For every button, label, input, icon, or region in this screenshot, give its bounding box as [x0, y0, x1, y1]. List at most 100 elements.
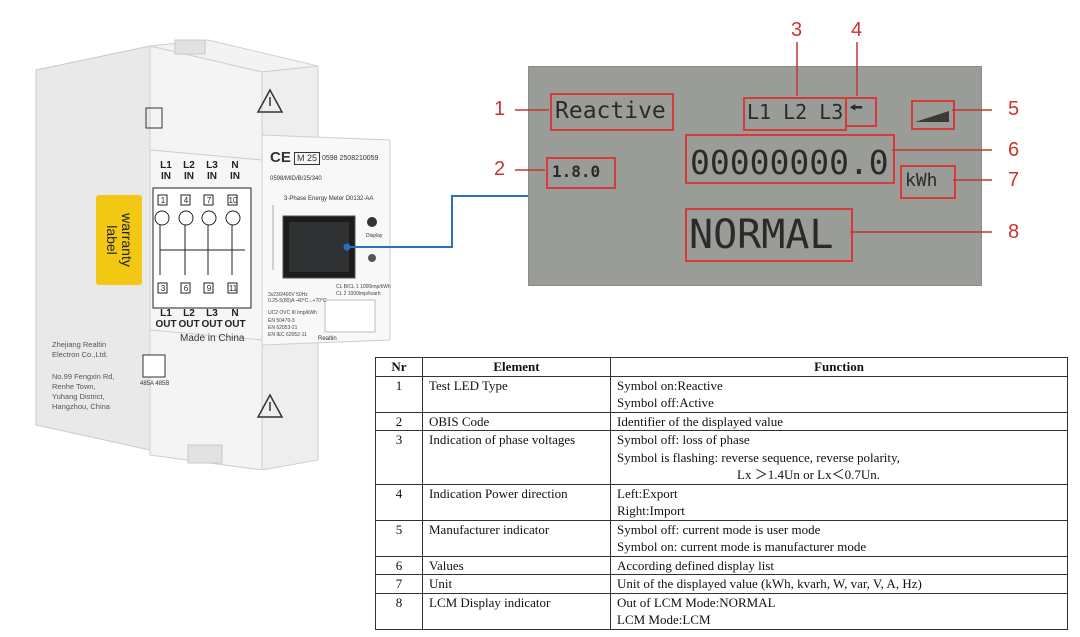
row-element: OBIS Code — [422, 411, 611, 431]
table-row: 8 LCM Display indicator Out of LCM Mode:… — [375, 592, 1068, 630]
callout-2: 2 — [494, 158, 506, 180]
address-line-4: Hangzhou, China — [52, 402, 110, 411]
row-function: According defined display list — [610, 555, 1068, 575]
row-function: Identifier of the displayed value — [610, 411, 1068, 431]
row-function: Symbol on:Reactive Symbol off:Active — [610, 375, 1068, 413]
terminal-label-l3-out: L3 OUT — [201, 308, 223, 330]
terminal-label-l1-in: L1 IN — [160, 160, 172, 182]
spec-line-2: 0.25-5(80)A -40°C...+70°C — [268, 298, 327, 304]
highlight-box-5 — [911, 100, 955, 130]
row-function: Symbol off: loss of phase Symbol is flas… — [610, 430, 1068, 485]
callout-4: 4 — [851, 19, 863, 41]
function-line: Unit of the displayed value (kWh, kvarh,… — [617, 576, 922, 591]
row-nr: 3 — [375, 430, 423, 485]
row-function: Symbol off: current mode is user mode Sy… — [610, 519, 1068, 557]
table-row: 4 Indication Power direction Left:Export… — [375, 483, 1068, 521]
row-element: Indication of phase voltages — [422, 430, 611, 485]
terminal-number-11: 11 — [228, 284, 238, 293]
terminal-number-1: 1 — [160, 196, 166, 205]
header-function: Function — [610, 357, 1068, 377]
function-line: Identifier of the displayed value — [617, 413, 784, 429]
terminal-number-3: 3 — [160, 284, 166, 293]
callout-1: 1 — [494, 98, 506, 120]
callout-7: 7 — [1008, 169, 1020, 191]
ce-mark: CE — [270, 149, 291, 166]
brand-name: Realtin — [318, 336, 337, 342]
function-line: Symbol off:Active — [617, 395, 714, 410]
spec-line-4: EN 50470-3 — [268, 318, 295, 324]
function-line: Right:Import — [617, 503, 685, 518]
function-line: LCM Mode:LCM — [617, 612, 711, 627]
highlight-box-1 — [550, 93, 674, 131]
lcd-led-type: Reactive — [555, 98, 666, 124]
row-nr: 7 — [375, 574, 423, 594]
function-line: Symbol on: current mode is manufacturer … — [617, 539, 867, 554]
row-element: Values — [422, 555, 611, 575]
table-row: 5 Manufacturer indicator Symbol off: cur… — [375, 519, 1068, 557]
company-line-1: Zhejiang Realtin — [52, 340, 107, 349]
highlight-box-7 — [900, 165, 956, 199]
callout-6: 6 — [1008, 139, 1020, 161]
row-element: Manufacturer indicator — [422, 519, 611, 557]
function-line: According defined display list — [617, 557, 775, 573]
model-code: 0598/MID/B/25/340 — [270, 176, 322, 182]
spec-line-3: UC2 OVC III Imp/kWh — [268, 310, 317, 316]
row-element: Unit — [422, 574, 611, 594]
highlight-box-8 — [685, 208, 853, 262]
highlight-box-6 — [685, 134, 895, 184]
callout-5: 5 — [1008, 98, 1020, 120]
serial-number: 0598 2508210059 — [322, 155, 379, 162]
highlight-box-2 — [546, 157, 616, 189]
function-line: Lx ＞1.4Un or Lx＜0.7Un. — [737, 467, 880, 482]
row-nr: 8 — [375, 592, 423, 630]
spec-line-1: 3x230/400V 50Hz — [268, 292, 308, 298]
header-element: Element — [422, 357, 611, 377]
made-in-china: Made in China — [180, 333, 245, 344]
table-header-row: Nr Element Function — [375, 357, 1068, 377]
lcd-obis-code: 1.8.0 — [552, 162, 601, 181]
lcd-phase-indicators: L1 L2 L3 — [747, 100, 844, 124]
table-row: 7 Unit Unit of the displayed value (kWh,… — [375, 574, 1068, 594]
address-line-2: Renhe Town, — [52, 382, 96, 391]
function-line: Symbol on:Reactive — [617, 377, 723, 393]
terminal-label-l1-out: L1 OUT — [155, 308, 177, 330]
terminal-label-l2-out: L2 OUT — [178, 308, 200, 330]
callout-3: 3 — [791, 19, 803, 41]
terminal-number-6: 6 — [183, 284, 189, 293]
table-row: 3 Indication of phase voltages Symbol of… — [375, 430, 1068, 485]
function-line: Left:Export — [617, 485, 678, 501]
meter-body-drawing — [35, 39, 391, 470]
terminal-number-4: 4 — [183, 196, 189, 205]
power-direction-icon: 🠘 — [849, 98, 864, 117]
terminal-label-l3-in: L3 IN — [206, 160, 218, 182]
rs485-label: 485A 485B — [140, 381, 170, 387]
lcd-mode: NORMAL — [689, 212, 834, 258]
spec-line-6: EN IEC 62052-11 — [268, 332, 307, 338]
address-line-3: Yuhang District, — [52, 392, 105, 401]
table-row: 2 OBIS Code Identifier of the displayed … — [375, 411, 1068, 431]
product-name: 3-Phase Energy Meter D0132-AA — [284, 196, 374, 202]
function-line: Out of LCM Mode:NORMAL — [617, 594, 776, 610]
lcd-value: 00000000.0 — [690, 143, 889, 182]
function-line: Symbol off: loss of phase — [617, 432, 750, 447]
row-element: LCM Display indicator — [422, 592, 611, 630]
manufacturer-indicator-icon — [915, 111, 949, 122]
lcd-unit: kWh — [905, 170, 938, 191]
row-function: Out of LCM Mode:NORMAL LCM Mode:LCM — [610, 592, 1068, 630]
header-nr: Nr — [375, 357, 423, 377]
terminal-label-n-in: N IN — [230, 160, 240, 182]
row-nr: 4 — [375, 483, 423, 521]
row-nr: 5 — [375, 519, 423, 557]
row-nr: 2 — [375, 411, 423, 431]
row-function: Left:Export Right:Import — [610, 483, 1068, 521]
function-line: Symbol off: current mode is user mode — [617, 521, 821, 537]
lcd-closeup: Reactive L1 L2 L3 🠘 1.8.0 00000000.0 kWh… — [528, 66, 982, 286]
terminal-number-9: 9 — [206, 284, 212, 293]
warranty-label-sticker: warranty label — [96, 195, 142, 285]
row-element: Test LED Type — [422, 375, 611, 413]
row-nr: 1 — [375, 375, 423, 413]
function-table: Nr Element Function 1 Test LED Type Symb… — [375, 357, 1068, 630]
table-row: 1 Test LED Type Symbol on:Reactive Symbo… — [375, 375, 1068, 413]
terminal-label-l2-in: L2 IN — [183, 160, 195, 182]
highlight-box-4 — [845, 97, 877, 127]
